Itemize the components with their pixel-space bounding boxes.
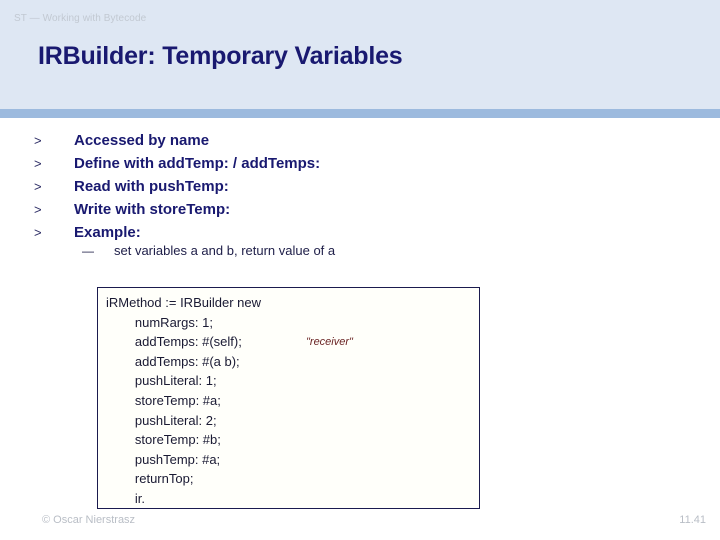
footer-copyright: © Oscar Nierstrasz [42, 514, 136, 526]
code-example-box: iRMethod := IRBuilder new numRargs: 1; a… [97, 287, 480, 509]
bullet-item: > Write with storeTemp: [34, 198, 674, 221]
bullet-item: > Accessed by name [34, 129, 674, 152]
bullet-label: Read with pushTemp: [74, 178, 229, 195]
code-line: addTemps: #(self); "receiver" [106, 332, 476, 352]
bullet-marker-icon: > [34, 225, 42, 240]
code-line-text: addTemps: #(self); [106, 334, 242, 350]
code-line-text: iRMethod := IRBuilder new [106, 295, 261, 310]
slide-header-rule [0, 109, 720, 118]
code-line: pushLiteral: 2; [106, 411, 476, 431]
code-line-text: pushTemp: #a; [106, 451, 221, 467]
page-title: IRBuilder: Temporary Variables [38, 42, 403, 70]
code-line-text: addTemps: #(a b); [106, 353, 240, 369]
code-line: returnTop; [106, 469, 476, 489]
slide-kicker-text: ST — Working with Bytecode [14, 13, 147, 24]
code-line-text: pushLiteral: 1; [106, 373, 217, 389]
code-line: ir. [106, 489, 476, 509]
slide-header-band [0, 0, 720, 109]
sub-bullet-item: — set variables a and b, return value of… [82, 241, 335, 261]
code-line: storeTemp: #a; [106, 391, 476, 411]
code-line: addTemps: #(a b); [106, 352, 476, 372]
footer-page-number: 11.41 [679, 514, 706, 526]
bullet-marker-icon: > [34, 202, 42, 217]
code-line-text: returnTop; [106, 471, 194, 487]
code-line-text: ir. [106, 490, 146, 506]
code-line-text: pushLiteral: 2; [106, 412, 217, 428]
sub-bullet-marker: — [82, 244, 94, 258]
bullet-item: > Example: [34, 221, 674, 244]
code-line: pushTemp: #a; [106, 450, 476, 470]
bullet-list: > Accessed by name > Define with addTemp: /… [34, 129, 674, 244]
bullet-marker-icon: > [34, 179, 42, 194]
bullet-label: Write with storeTemp: [74, 201, 231, 218]
code-listing: iRMethod := IRBuilder new numRargs: 1; a… [106, 293, 476, 509]
code-line-text: storeTemp: #a; [106, 392, 221, 408]
sub-bullet-label: set variables a and b, return value of a [114, 243, 336, 258]
code-line-text: numRargs: 1; [106, 314, 213, 330]
bullet-label: Define with addTemp: / addTemps: [74, 155, 321, 172]
code-line-text: storeTemp: #b; [106, 432, 221, 448]
code-line: numRargs: 1; [106, 313, 476, 333]
bullet-label: Accessed by name [74, 132, 210, 149]
bullet-item: > Define with addTemp: / addTemps: [34, 152, 674, 175]
code-line: pushLiteral: 1; [106, 371, 476, 391]
bullet-marker-icon: > [34, 156, 42, 171]
code-comment: "receiver" [306, 336, 353, 349]
code-line: iRMethod := IRBuilder new [106, 293, 476, 313]
code-line: storeTemp: #b; [106, 430, 476, 450]
bullet-item: > Read with pushTemp: [34, 175, 674, 198]
bullet-label: Example: [74, 224, 141, 241]
bullet-marker-icon: > [34, 133, 42, 148]
